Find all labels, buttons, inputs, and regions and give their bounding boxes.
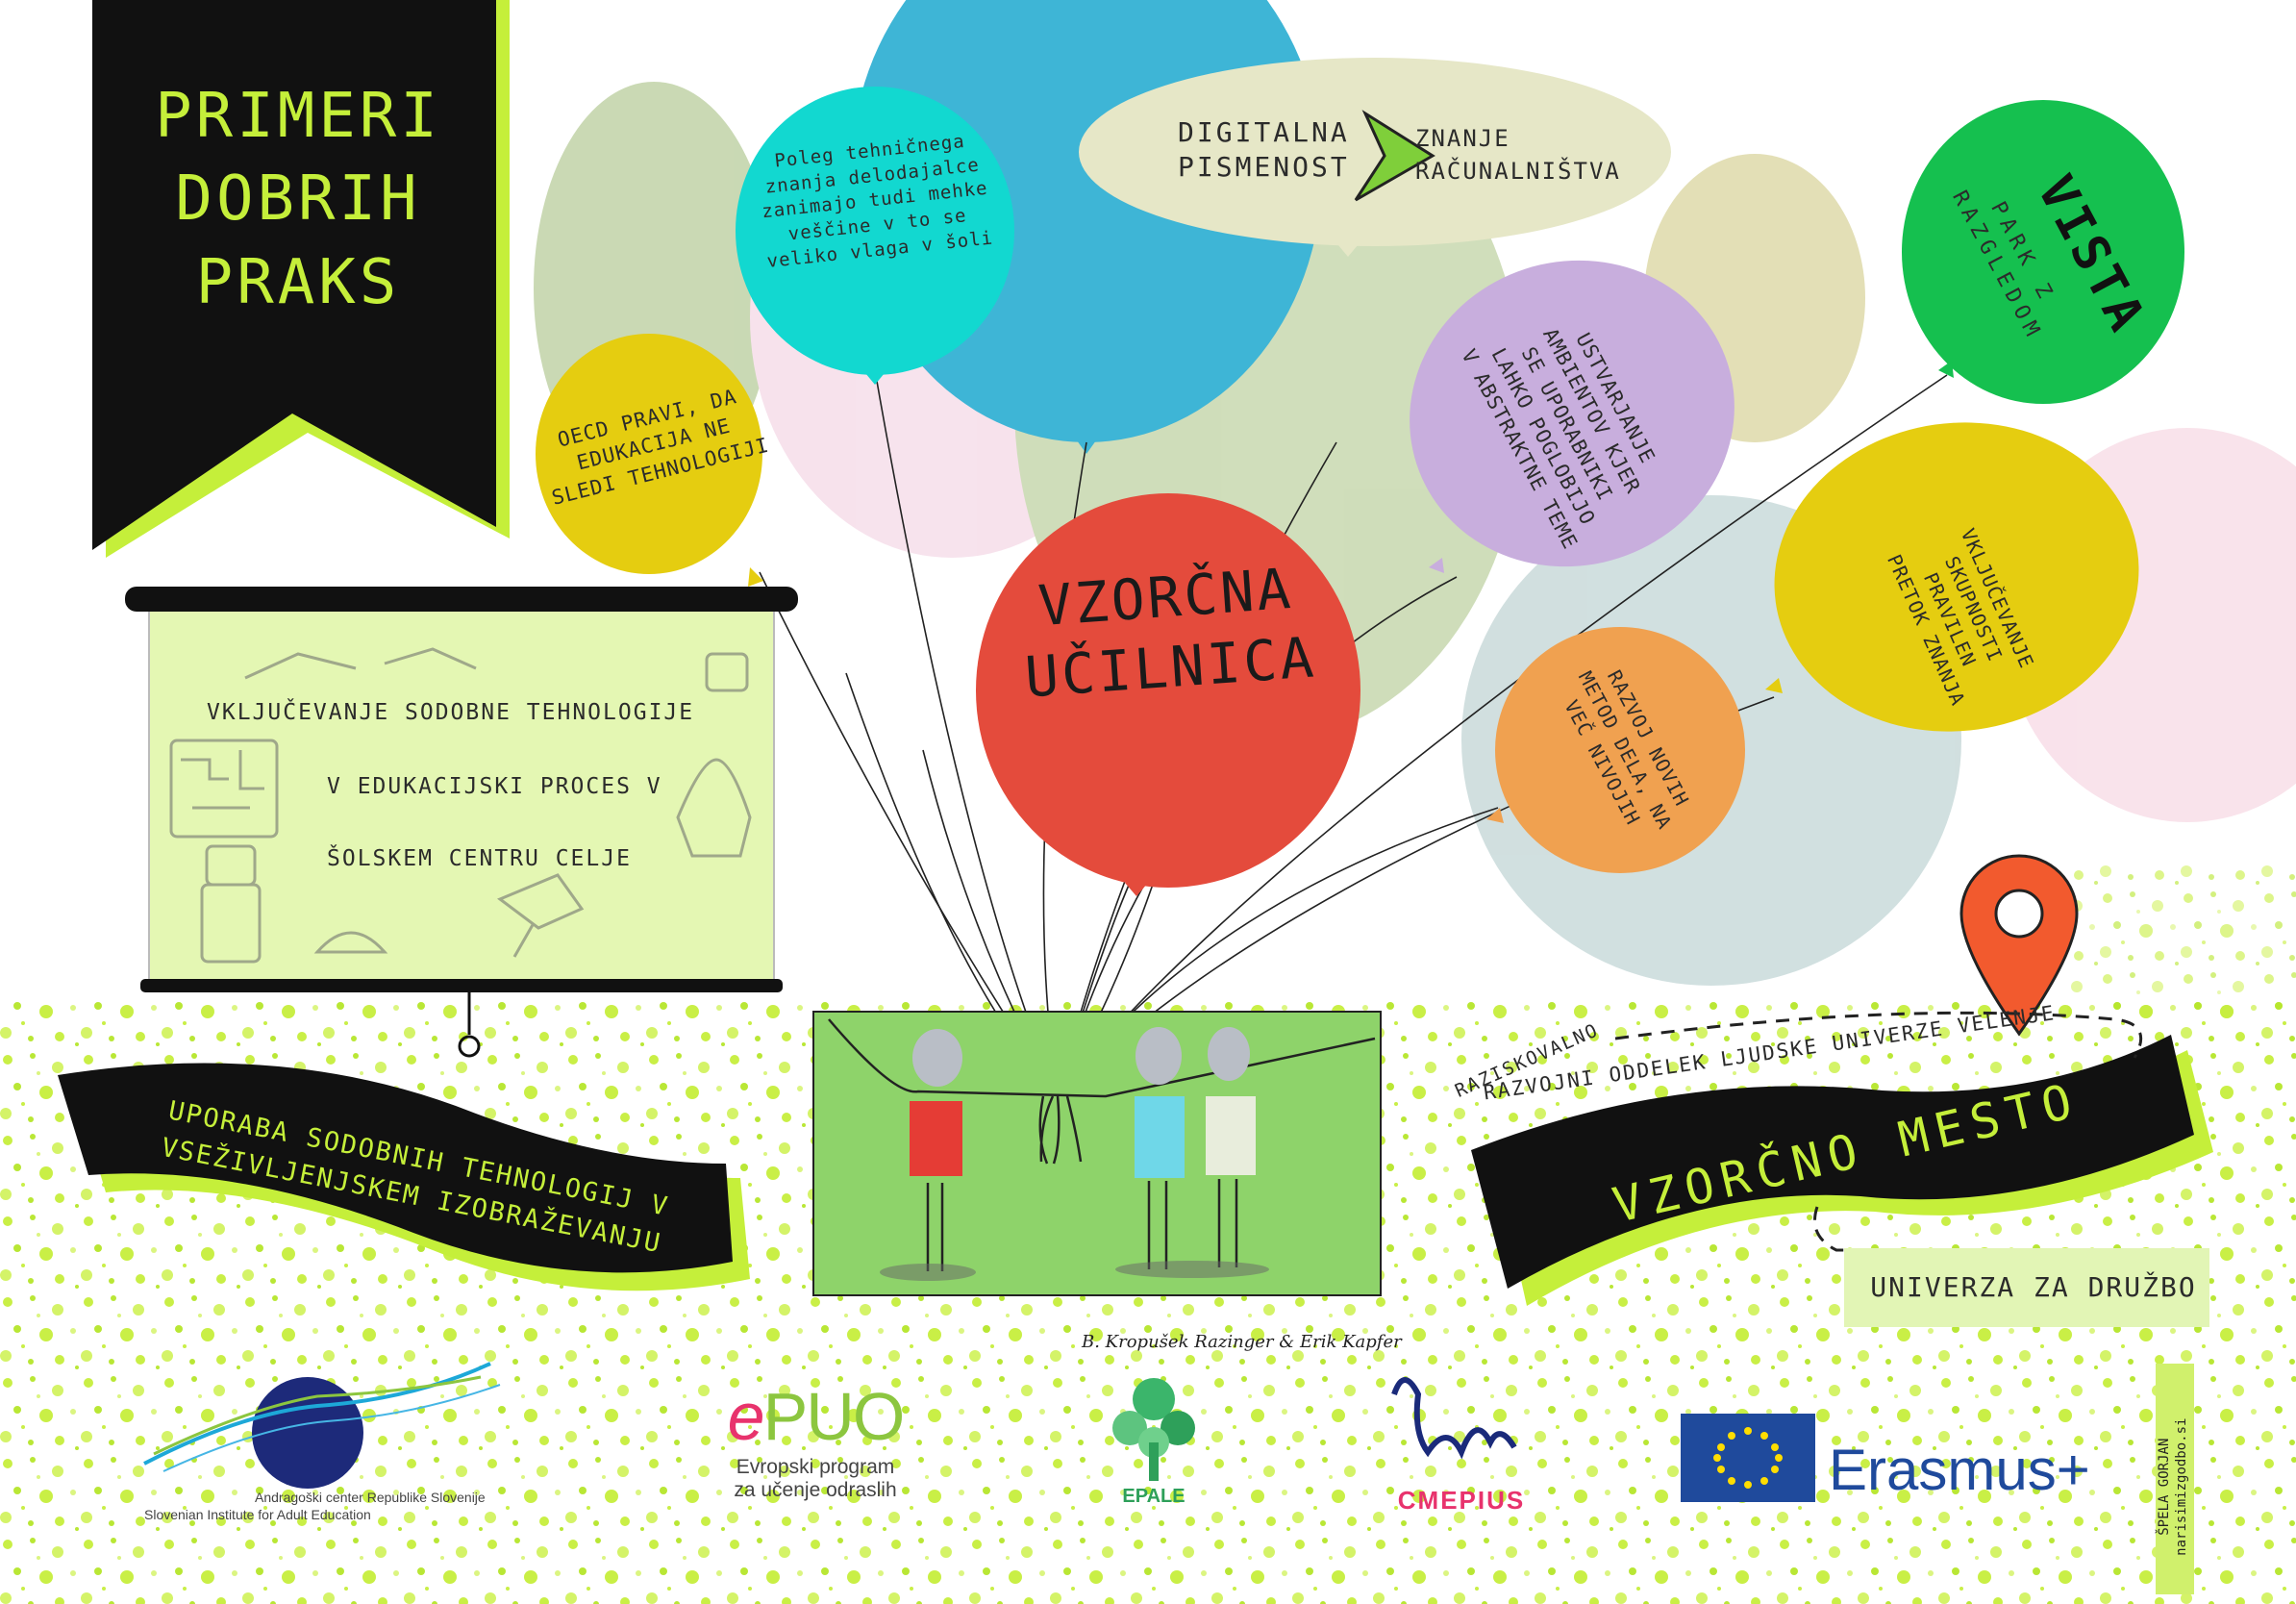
text-line: DIGITALNA (1178, 116, 1350, 148)
text-line: narisimizgodbo.si (2174, 1417, 2189, 1556)
text-line: ŠPELA GORJAN (2156, 1438, 2172, 1536)
teal-balloon (736, 87, 1014, 385)
board-line-1: VKLJUČEVANJE SODOBNE TEHNOLOGIJE (207, 700, 695, 725)
epuo-sub-1: Evropski program (736, 1456, 895, 1478)
text-line: Andragoški center Republike Slovenije (255, 1490, 486, 1505)
right-yellow-balloon (1765, 422, 2139, 732)
eu-flag-icon (1681, 1414, 1815, 1502)
epale-label: EPALE (1122, 1486, 1185, 1507)
epale-tree-icon (1112, 1378, 1195, 1481)
teal-balloon-text: Poleg tehničnega znanja delodajalce zani… (754, 128, 996, 275)
digital-left-text: DIGITALNA PISMENOST (1178, 115, 1360, 186)
credits: B. Kropušek Razinger & Erik Kapfer (1082, 1332, 1402, 1352)
banner-line: PRAKS (195, 246, 401, 318)
acs-logo-text: Andragoški center Republike Slovenije Sl… (144, 1489, 548, 1523)
green-balloon (1902, 100, 2184, 404)
dashed-decoration (1614, 1011, 2143, 1252)
center-balloon-title: VZORČNA UČILNICA (986, 550, 1350, 714)
ribbon-vzorcno-mesto (1471, 1035, 2213, 1306)
epuo-mark-rest: PUO (762, 1379, 906, 1454)
board-line-2: V EDUKACIJSKI PROCES V (327, 774, 662, 799)
projection-board (125, 587, 798, 1058)
red-balloon (976, 493, 1360, 896)
artist-strip (2156, 1364, 2194, 1594)
cmepius-label: CMEPIUS (1397, 1486, 1526, 1515)
epuo-logo: ePUO Evropski program za učenje odraslih (700, 1383, 931, 1502)
yellow-balloon (536, 334, 763, 587)
text-line: Slovenian Institute for Adult Education (144, 1507, 371, 1523)
banner-primeri (92, 0, 510, 558)
purple-balloon (1410, 260, 1734, 573)
banner-line: DOBRIH (175, 163, 421, 236)
text-line: PISMENOST (1178, 151, 1350, 184)
text-line: ZNANJE (1415, 125, 1510, 152)
epuo-mark-e: e (727, 1379, 765, 1454)
univerza-label-bg (1844, 1248, 2209, 1327)
banner-line: PRIMERI (155, 81, 441, 152)
digital-balloon (1079, 58, 1671, 257)
acs-logo (143, 1362, 501, 1489)
location-pin-icon (1959, 854, 2079, 1037)
erasmus-label: Erasmus+ (1829, 1438, 2090, 1502)
epuo-mark: ePUO (700, 1383, 931, 1450)
text-line: RAČUNALNIŠTVA (1415, 157, 1621, 185)
artist-credit: ŠPELA GORJAN narisimizgodbo.si (2156, 1371, 2190, 1602)
cmepius-mark (1391, 1377, 1517, 1460)
orange-balloon (1486, 627, 1745, 873)
epuo-sub-2: za učenje odraslih (734, 1479, 897, 1501)
splatter-background (2067, 865, 2296, 1019)
board-line-3: ŠOLSKEM CENTRU CELJE (327, 846, 632, 871)
univerza-label: UNIVERZA ZA DRUŽBO (1870, 1271, 2197, 1303)
ribbon-uporaba (58, 1063, 750, 1291)
banner-title: PRIMERI DOBRIH PRAKS (144, 75, 452, 324)
kids-picture (812, 1011, 1382, 1296)
digital-right-text: ZNANJE RAČUNALNIŠTVA (1415, 123, 1646, 188)
